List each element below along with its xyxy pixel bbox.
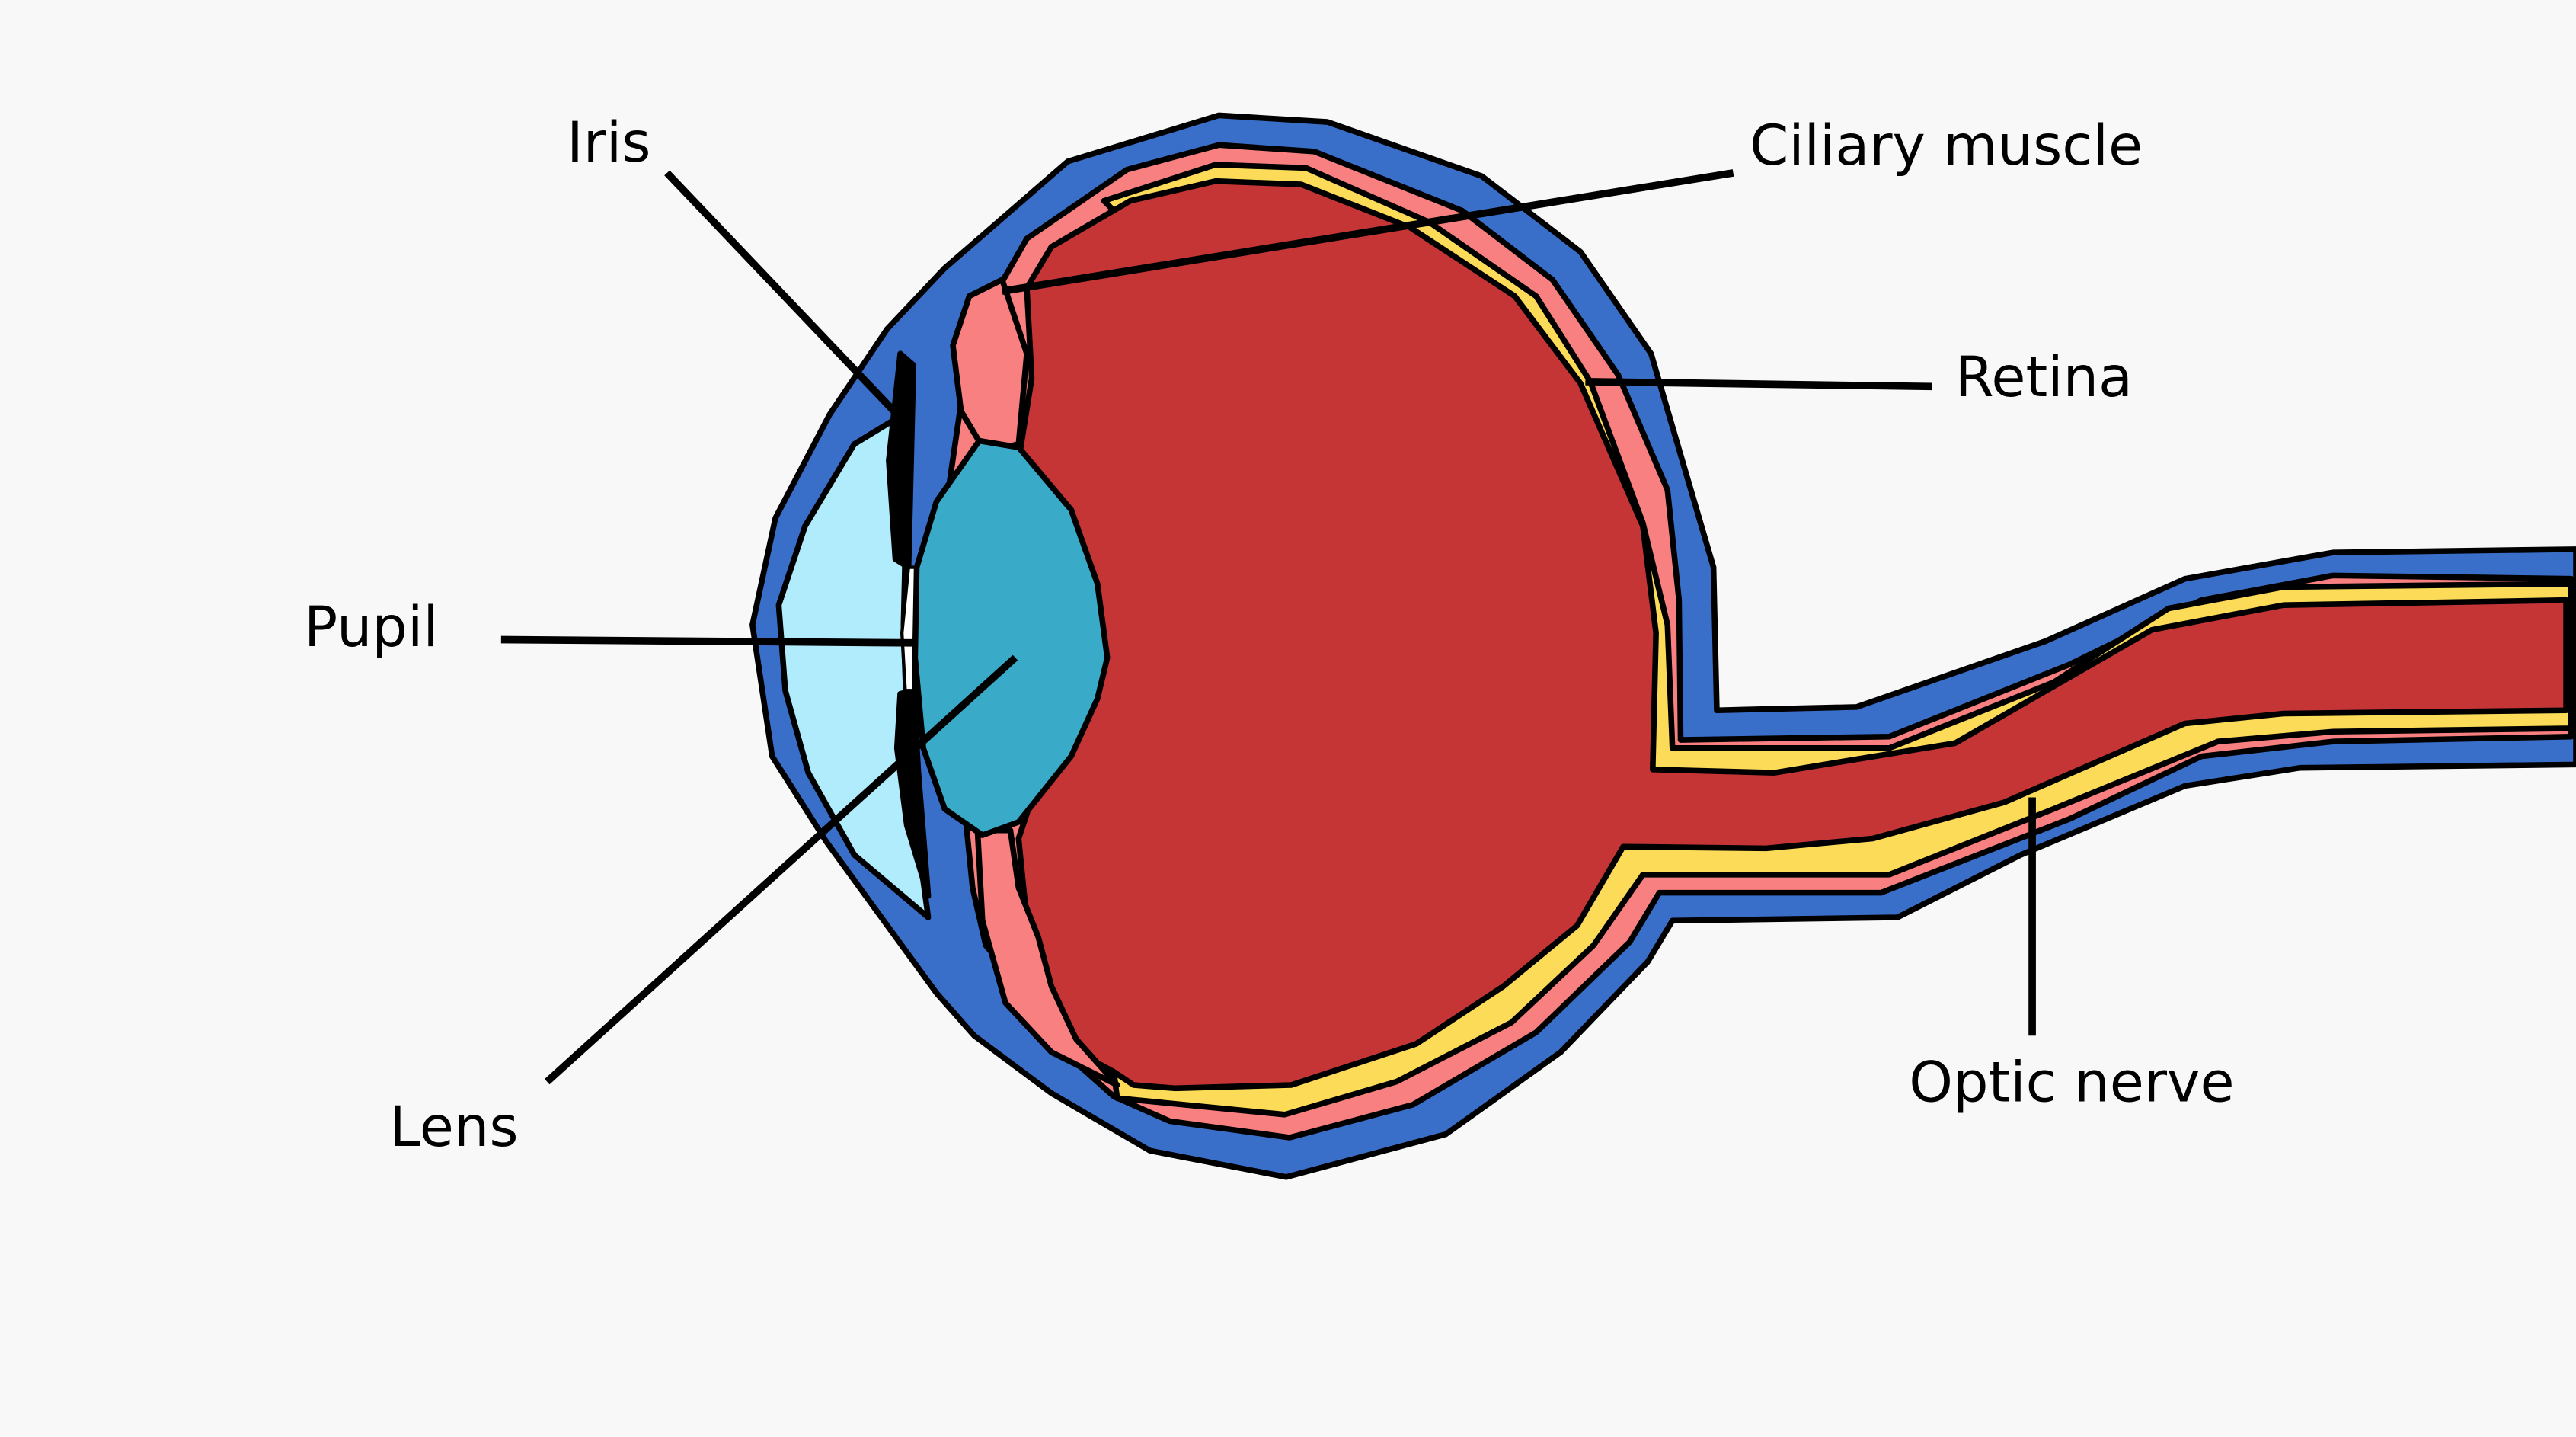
retina-label: Retina: [1955, 345, 2133, 410]
retina-leader: [1585, 377, 1932, 391]
optic-nerve-label: Optic nerve: [1909, 1051, 2234, 1115]
ciliary-muscle-leader: [1001, 169, 1734, 295]
lens: [912, 437, 1111, 838]
pupil-label: Pupil: [304, 595, 439, 660]
iris-leader: [664, 170, 903, 421]
leader-lines: [500, 169, 2036, 1085]
lens-leader: [544, 654, 1018, 1085]
lens-label: Lens: [389, 1095, 518, 1160]
vitreous-body: [1007, 178, 2569, 1092]
ciliary-muscle-label: Ciliary muscle: [1750, 114, 2143, 178]
iris-label: Iris: [567, 110, 650, 175]
eye-anatomy: [749, 112, 2576, 1180]
pupil-leader: [500, 635, 914, 647]
ciliary-body-lower: [974, 827, 1120, 1088]
labels: Iris Ciliary muscle Retina Pupil Lens Op…: [304, 110, 2235, 1160]
